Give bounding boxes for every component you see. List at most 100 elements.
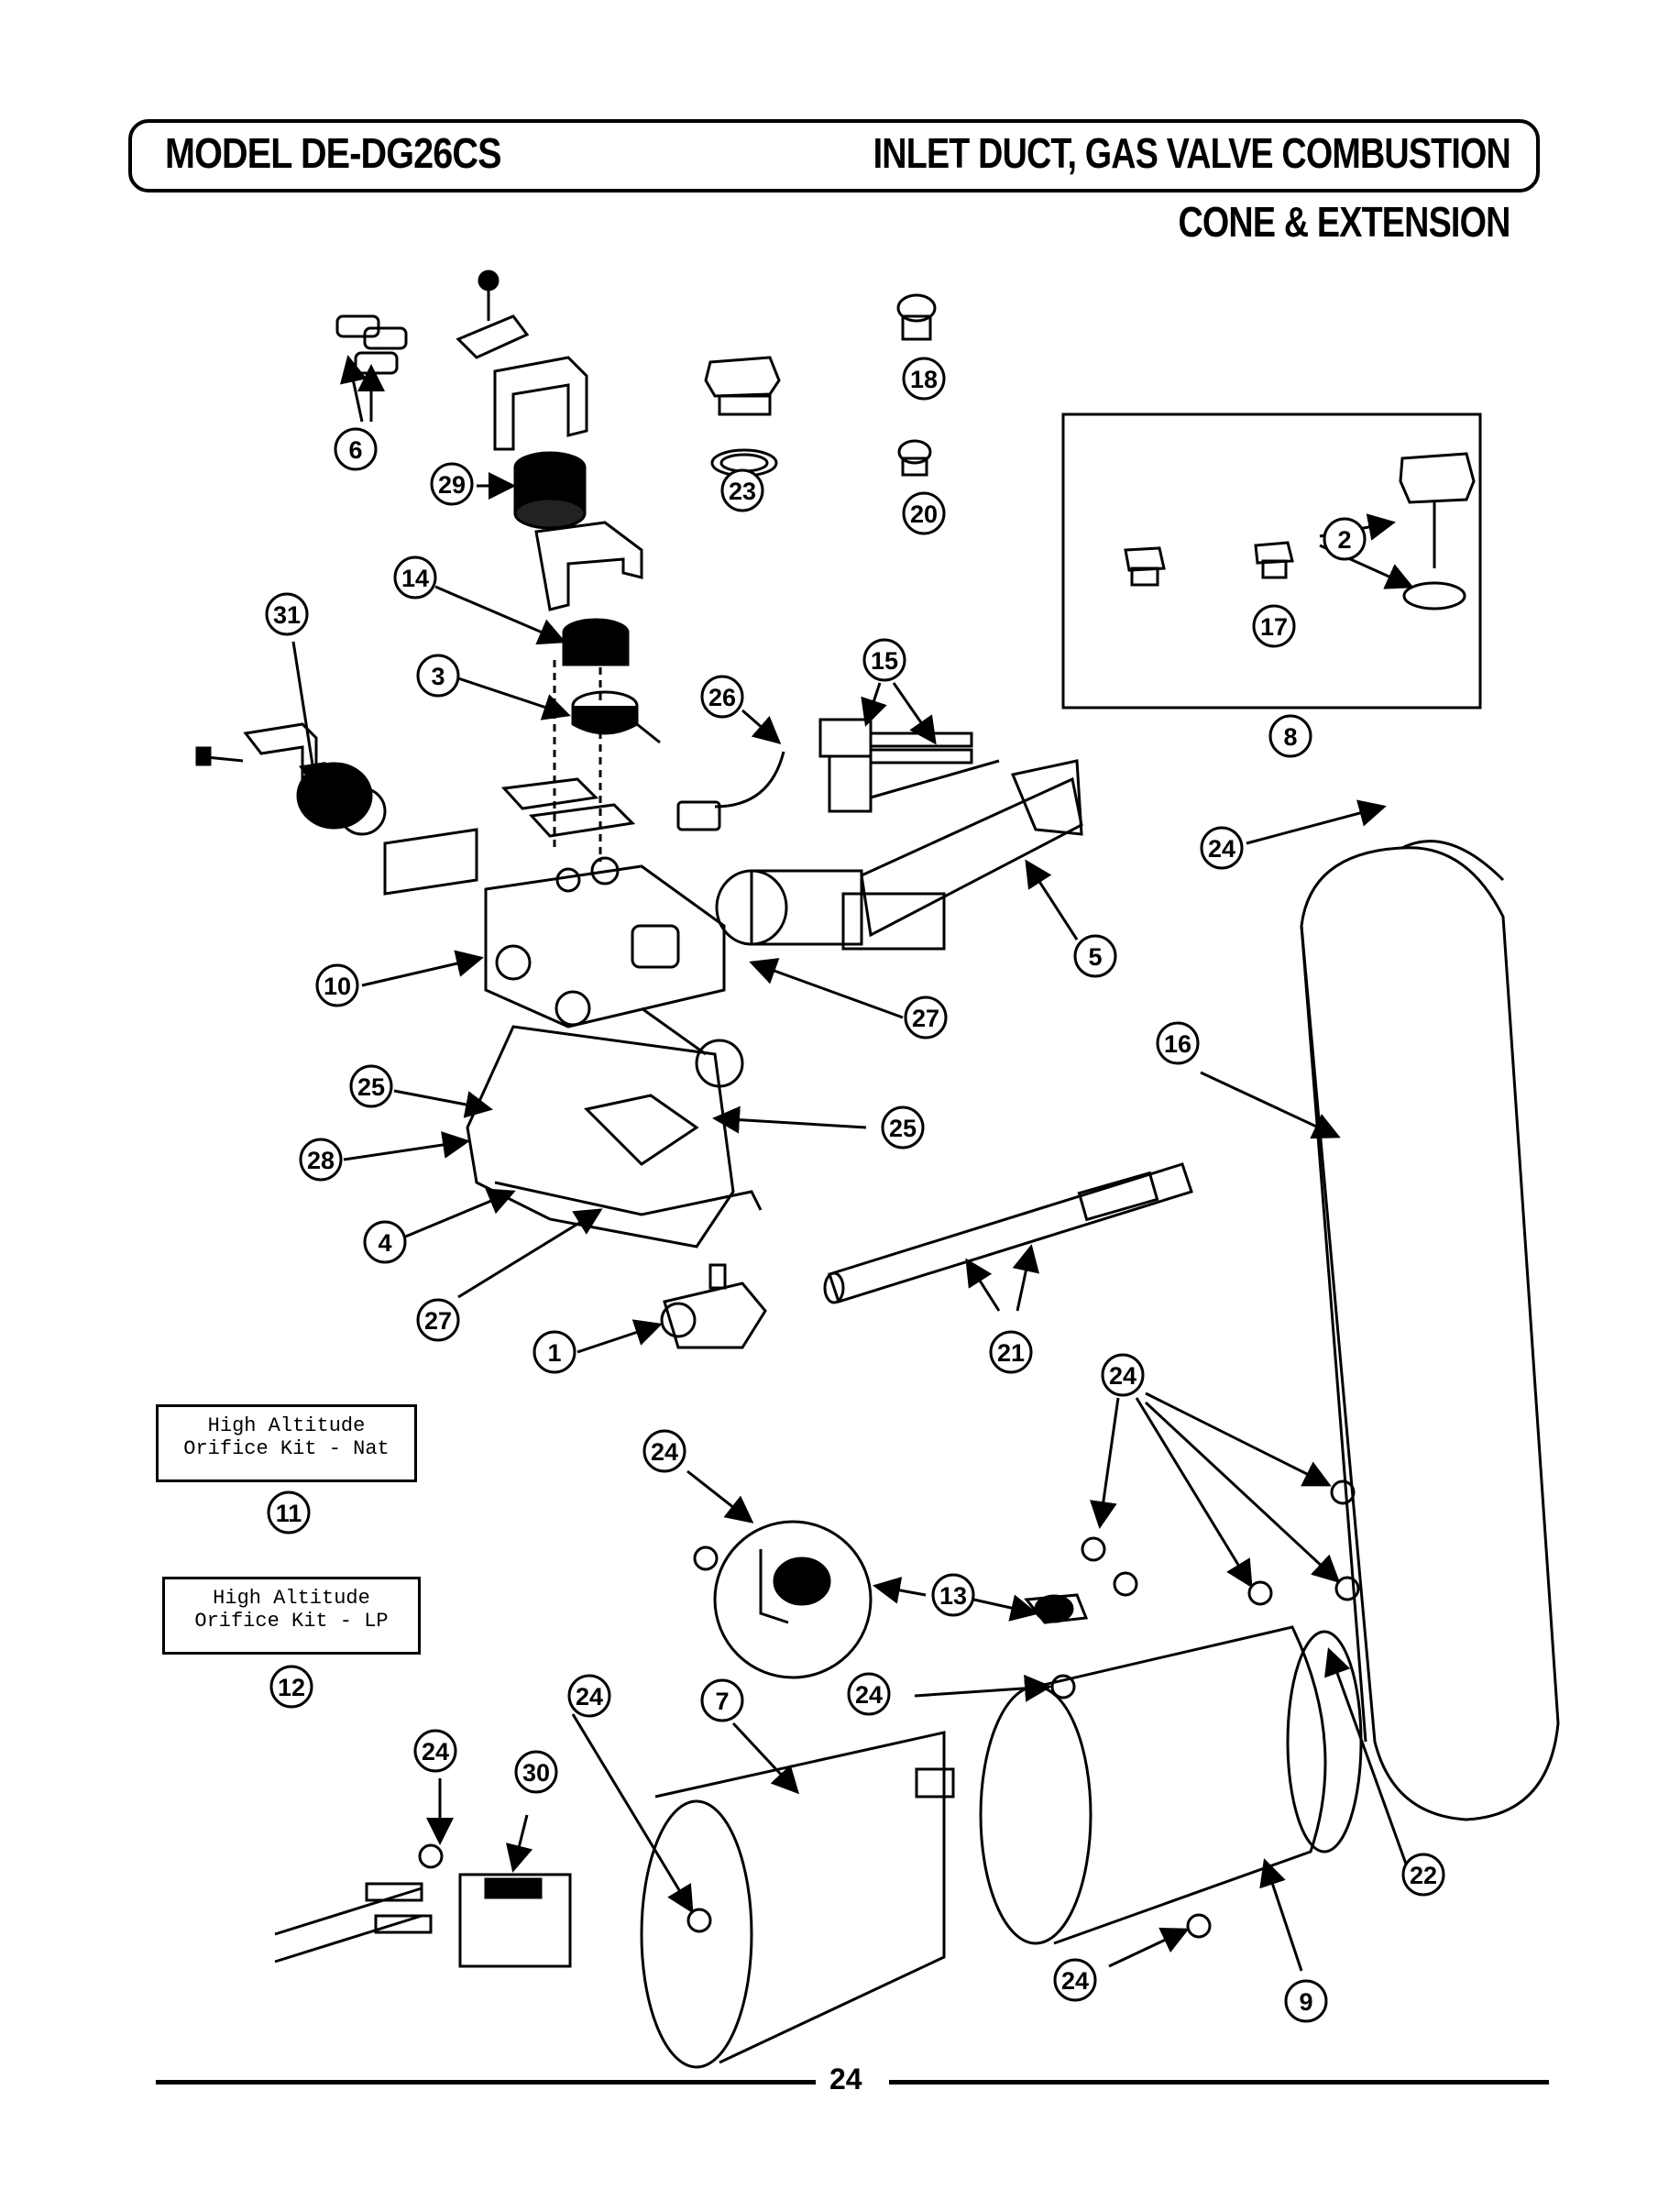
kit-lp-line-1: High Altitude [213, 1587, 370, 1610]
callout-2: 2 [1323, 517, 1367, 561]
callout-10: 10 [315, 963, 359, 1007]
callout-14: 14 [393, 556, 437, 600]
callout-20: 20 [902, 491, 946, 535]
svg-text:20: 20 [910, 500, 938, 528]
callout-group: 6 29 23 18 20 14 31 3 26 15 2 17 8 24 5 … [265, 357, 1445, 2023]
callout-1: 1 [533, 1330, 576, 1374]
part-5-burner [715, 759, 1083, 951]
callout-24-g: 24 [1053, 1958, 1097, 2002]
callout-21: 21 [989, 1330, 1033, 1374]
callout-13: 13 [931, 1573, 975, 1617]
svg-text:2: 2 [1337, 526, 1351, 554]
callout-22: 22 [1401, 1853, 1445, 1897]
part-30-switch [274, 1873, 572, 1968]
svg-text:23: 23 [729, 478, 756, 505]
part-9-extension [979, 1625, 1363, 1945]
svg-text:24: 24 [576, 1683, 603, 1710]
part-13-thermostat [713, 1520, 1089, 1679]
svg-text:29: 29 [438, 471, 466, 499]
svg-text:4: 4 [378, 1229, 391, 1257]
part-10-gas-valve [383, 828, 744, 1088]
part-7-cone [640, 1731, 955, 2069]
svg-text:27: 27 [424, 1307, 452, 1335]
part-3-coil [571, 690, 661, 744]
callout-3: 3 [416, 654, 460, 698]
callout-24-b: 24 [1101, 1353, 1145, 1397]
svg-text:15: 15 [871, 647, 898, 675]
svg-text:5: 5 [1088, 943, 1102, 971]
callout-8: 8 [1268, 714, 1312, 758]
part-14-coil [562, 618, 630, 666]
callout-15: 15 [862, 638, 906, 682]
callout-24-e: 24 [847, 1672, 891, 1716]
kit-nat-box: High Altitude Orifice Kit - Nat [156, 1404, 417, 1482]
svg-text:24: 24 [651, 1438, 678, 1466]
svg-text:28: 28 [307, 1147, 335, 1174]
svg-text:6: 6 [348, 436, 362, 464]
kit-lp-box: High Altitude Orifice Kit - LP [162, 1577, 421, 1655]
callout-4: 4 [363, 1220, 407, 1264]
page-title-line-1: INLET DUCT, GAS VALVE COMBUSTION [873, 129, 1511, 177]
svg-text:24: 24 [1061, 1967, 1089, 1995]
part-18-cap [896, 293, 937, 341]
part-23-cap [704, 356, 781, 478]
svg-text:1: 1 [547, 1339, 561, 1367]
callout-29: 29 [430, 462, 474, 506]
callout-27-a: 27 [904, 996, 948, 1040]
callout-12: 12 [269, 1665, 313, 1709]
part-20-cap [897, 439, 932, 477]
part-6-plugs [335, 314, 408, 375]
svg-text:3: 3 [431, 663, 445, 690]
leader-arrows [291, 355, 1414, 1972]
callout-24-d: 24 [567, 1674, 611, 1718]
svg-text:10: 10 [324, 973, 351, 1000]
model-number: MODEL DE-DG26CS [165, 129, 502, 177]
callout-24-c: 24 [642, 1429, 686, 1473]
screws-cluster [418, 1480, 1360, 1939]
svg-text:24: 24 [1109, 1362, 1136, 1390]
callout-27-b: 27 [416, 1298, 460, 1342]
callout-17: 17 [1252, 604, 1296, 648]
callout-7: 7 [700, 1678, 744, 1722]
svg-text:21: 21 [997, 1339, 1025, 1367]
callout-25-b: 25 [881, 1106, 925, 1150]
svg-text:14: 14 [401, 565, 429, 592]
callout-31: 31 [265, 592, 309, 636]
svg-text:25: 25 [889, 1115, 917, 1142]
svg-text:12: 12 [278, 1674, 305, 1701]
footer-rule-right [889, 2080, 1549, 2084]
callout-25-a: 25 [349, 1064, 393, 1108]
svg-text:22: 22 [1410, 1862, 1437, 1889]
callout-28: 28 [299, 1138, 343, 1182]
part-31-solenoid [195, 722, 387, 836]
svg-text:31: 31 [273, 601, 301, 629]
callout-6: 6 [334, 427, 378, 471]
callout-18: 18 [902, 357, 946, 401]
svg-text:16: 16 [1164, 1030, 1191, 1058]
svg-text:9: 9 [1299, 1988, 1312, 2016]
kit-nat-line-2: Orifice Kit - Nat [183, 1437, 390, 1460]
part-21-pipe [823, 1162, 1193, 1304]
callout-16: 16 [1156, 1021, 1200, 1065]
part-16-inlet-duct [1300, 840, 1560, 1821]
part-8-kit-contents [1124, 452, 1476, 610]
svg-text:24: 24 [1208, 835, 1235, 863]
svg-text:18: 18 [910, 366, 938, 393]
part-29-coil [513, 451, 587, 530]
footer-rule-left [156, 2080, 816, 2084]
part-15-igniter [676, 718, 973, 831]
svg-text:25: 25 [357, 1073, 385, 1101]
part-4-base-plate [466, 1025, 763, 1248]
callout-26: 26 [700, 675, 744, 719]
svg-text:7: 7 [715, 1688, 729, 1715]
page-title-line-2: CONE & EXTENSION [1178, 198, 1511, 246]
part-1-valve [660, 1263, 767, 1349]
kit-nat-line-1: High Altitude [207, 1414, 366, 1437]
callout-24-a: 24 [1200, 826, 1244, 870]
svg-text:27: 27 [912, 1005, 939, 1032]
callout-5: 5 [1073, 934, 1117, 978]
svg-text:26: 26 [708, 684, 736, 711]
svg-text:13: 13 [939, 1582, 967, 1610]
callout-9: 9 [1284, 1979, 1328, 2023]
